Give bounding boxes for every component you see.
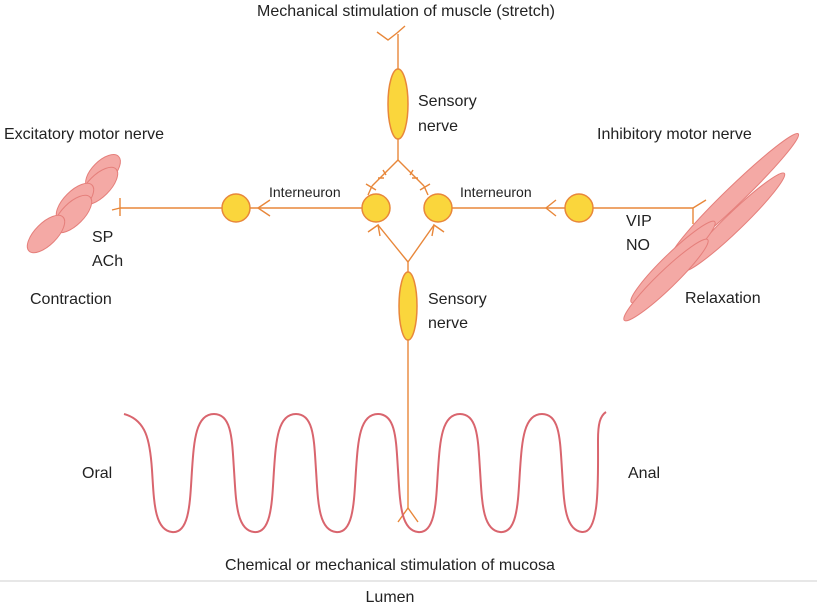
muscle-cell — [26, 214, 66, 254]
lower-sensory-neuron — [398, 271, 418, 341]
lower-sensory-label-line2: nerve — [428, 315, 468, 332]
excitatory-terminal — [111, 198, 121, 216]
ach-label: ACh — [92, 253, 123, 270]
stretch-input-branch — [376, 25, 406, 41]
lower-branch-terminal-left — [367, 223, 381, 237]
interneuron-left-label: Interneuron — [269, 184, 341, 200]
right-interneuron-synapse — [544, 199, 557, 217]
relaxed-muscle-cells — [623, 133, 800, 322]
no-label: NO — [626, 237, 650, 254]
upper-branch-terminal-left — [365, 183, 377, 196]
contraction-label: Contraction — [30, 291, 112, 308]
inhibitory-terminal — [692, 199, 707, 224]
lower-branch-right — [407, 224, 435, 263]
muscle-cell — [623, 238, 709, 322]
upper-branch-tick-left — [378, 169, 387, 179]
nerve-paths — [111, 25, 707, 523]
upper-sensory-label-line2: nerve — [418, 118, 458, 135]
upper-branch-terminal-right — [419, 183, 431, 196]
relaxation-label: Relaxation — [685, 290, 761, 307]
upper-branch-tick-right — [409, 169, 418, 179]
interneuron-right — [423, 193, 453, 223]
oral-label: Oral — [82, 465, 112, 482]
top-stimulus-label: Mechanical stimulation of muscle (stretc… — [257, 3, 555, 20]
inhibitory-motor-nerve-label: Inhibitory motor nerve — [597, 126, 752, 143]
lower-branch-left — [377, 224, 409, 263]
excitatory-motor-nerve-label: Excitatory motor nerve — [4, 126, 164, 143]
sp-label: SP — [92, 229, 113, 246]
mucosa-sensory-ending — [397, 506, 419, 523]
interneuron-right-label: Interneuron — [460, 184, 532, 200]
lower-sensory-label-line1: Sensory — [428, 291, 487, 308]
excitatory-motor-neuron — [221, 193, 251, 223]
mucosa-folds — [123, 411, 607, 534]
mucosa-stimulus-label: Chemical or mechanical stimulation of mu… — [225, 557, 555, 574]
upper-sensory-label-line1: Sensory — [418, 93, 477, 110]
lumen-label: Lumen — [366, 589, 415, 605]
inhibitory-motor-neuron — [564, 193, 594, 223]
contracted-muscle-cells — [26, 154, 121, 254]
upper-sensory-neuron — [387, 68, 409, 140]
interneuron-left — [361, 193, 391, 223]
lower-branch-terminal-right — [431, 223, 445, 237]
anal-label: Anal — [628, 465, 660, 482]
vip-label: VIP — [626, 213, 652, 230]
